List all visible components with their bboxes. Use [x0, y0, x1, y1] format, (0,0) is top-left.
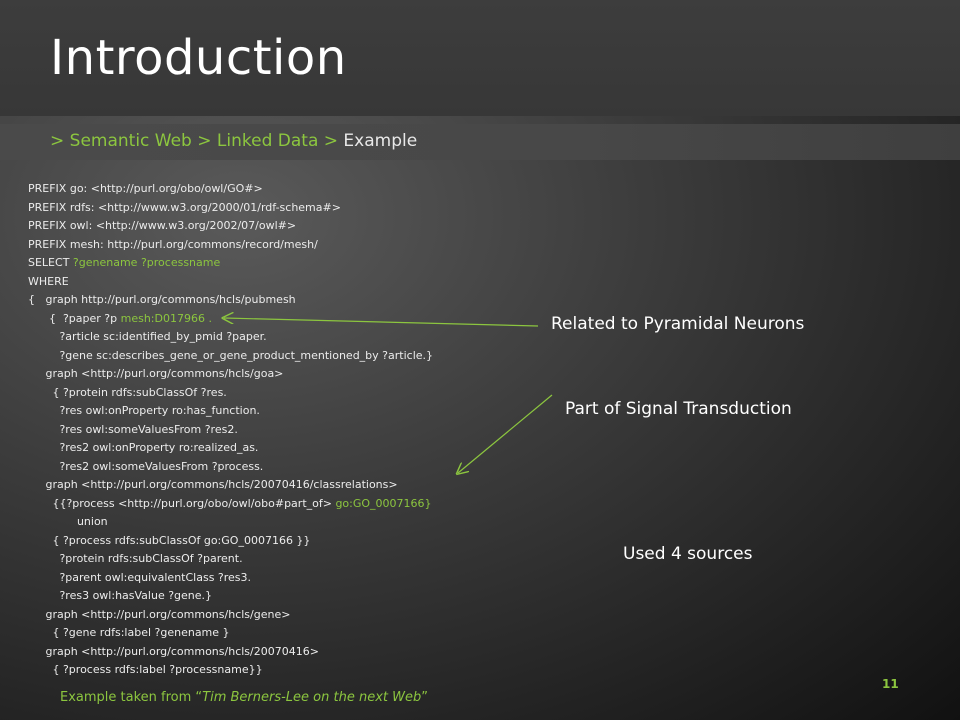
sparql-query: PREFIX go: <http://purl.org/obo/owl/GO#>… [28, 180, 433, 680]
code-line: graph <http://purl.org/commons/hcls/gene… [28, 607, 291, 621]
code-line: ?res3 owl:hasValue ?gene.} [28, 589, 213, 602]
code-line: ?res2 owl:onProperty ro:realized_as. [28, 441, 259, 454]
footer-note-prefix: Example taken from “ [60, 690, 203, 705]
code-line: ?protein rdfs:subClassOf ?parent. [28, 552, 243, 565]
arrow-to-go-term [458, 394, 553, 473]
code-highlight: ?genename ?processname [72, 256, 221, 269]
arrow-to-mesh-term [224, 318, 539, 327]
callout-pyramidal-neurons: Related to Pyramidal Neurons [551, 314, 805, 334]
code-line: WHERE [28, 274, 69, 288]
code-line: ?res owl:onProperty ro:has_function. [28, 404, 260, 417]
code-text: {{?process <http://purl.org/obo/owl/obo#… [28, 496, 336, 510]
code-line: PREFIX rdfs: <http://www.w3.org/2000/01/… [28, 200, 341, 214]
code-line: ?parent owl:equivalentClass ?res3. [28, 570, 252, 584]
title-band [0, 0, 960, 116]
code-line: ?res2 owl:someValuesFrom ?process. [28, 459, 264, 473]
code-line: graph <http://purl.org/commons/hcls/2007… [28, 644, 319, 658]
breadcrumb-path: > Semantic Web > Linked Data > [50, 131, 344, 151]
code-line: { ?gene rdfs:label ?genename } [28, 626, 230, 639]
code-line: { ?process rdfs:subClassOf go:GO_0007166… [28, 533, 311, 547]
slide-title: Introduction [50, 30, 347, 86]
code-line: graph <http://purl.org/commons/hcls/2007… [28, 478, 398, 491]
code-line: {{?process <http://purl.org/obo/owl/obo#… [28, 495, 433, 514]
code-line: { ?paper ?p mesh:D017966 . [28, 310, 433, 329]
code-line: { ?process rdfs:label ?processname}} [28, 663, 263, 676]
code-line: SELECT ?genename ?processname [28, 254, 433, 273]
footer-note-source: Tim Berners-Lee on the next Web [202, 690, 422, 705]
breadcrumb: > Semantic Web > Linked Data > Example [50, 131, 417, 151]
footer-note: Example taken from “Tim Berners-Lee on t… [60, 690, 428, 705]
footer-note-suffix: ” [421, 690, 428, 705]
callout-signal-transduction: Part of Signal Transduction [565, 399, 792, 419]
code-line: ?res owl:someValuesFrom ?res2. [28, 422, 238, 436]
breadcrumb-bar [0, 124, 960, 160]
code-line: { graph http://purl.org/commons/hcls/pub… [28, 293, 296, 306]
code-highlight: go:GO_0007166} [335, 496, 432, 510]
page-number: 11 [882, 677, 899, 691]
code-line: PREFIX go: <http://purl.org/obo/owl/GO#> [28, 182, 263, 195]
code-line: PREFIX owl: <http://www.w3.org/2002/07/o… [28, 219, 297, 232]
code-line: union [28, 515, 108, 528]
callout-sources: Used 4 sources [623, 544, 753, 564]
breadcrumb-current: Example [343, 131, 418, 151]
code-line: { ?protein rdfs:subClassOf ?res. [28, 385, 227, 399]
code-line: PREFIX mesh: http://purl.org/commons/rec… [28, 237, 318, 251]
code-text: { ?paper ?p [28, 311, 121, 325]
code-line: graph <http://purl.org/commons/hcls/goa> [28, 367, 284, 380]
code-line: ?article sc:identified_by_pmid ?paper. [28, 330, 267, 343]
code-line: ?gene sc:describes_gene_or_gene_product_… [28, 348, 434, 362]
code-highlight: mesh:D017966 . [120, 311, 212, 325]
code-keyword: SELECT [28, 256, 73, 269]
